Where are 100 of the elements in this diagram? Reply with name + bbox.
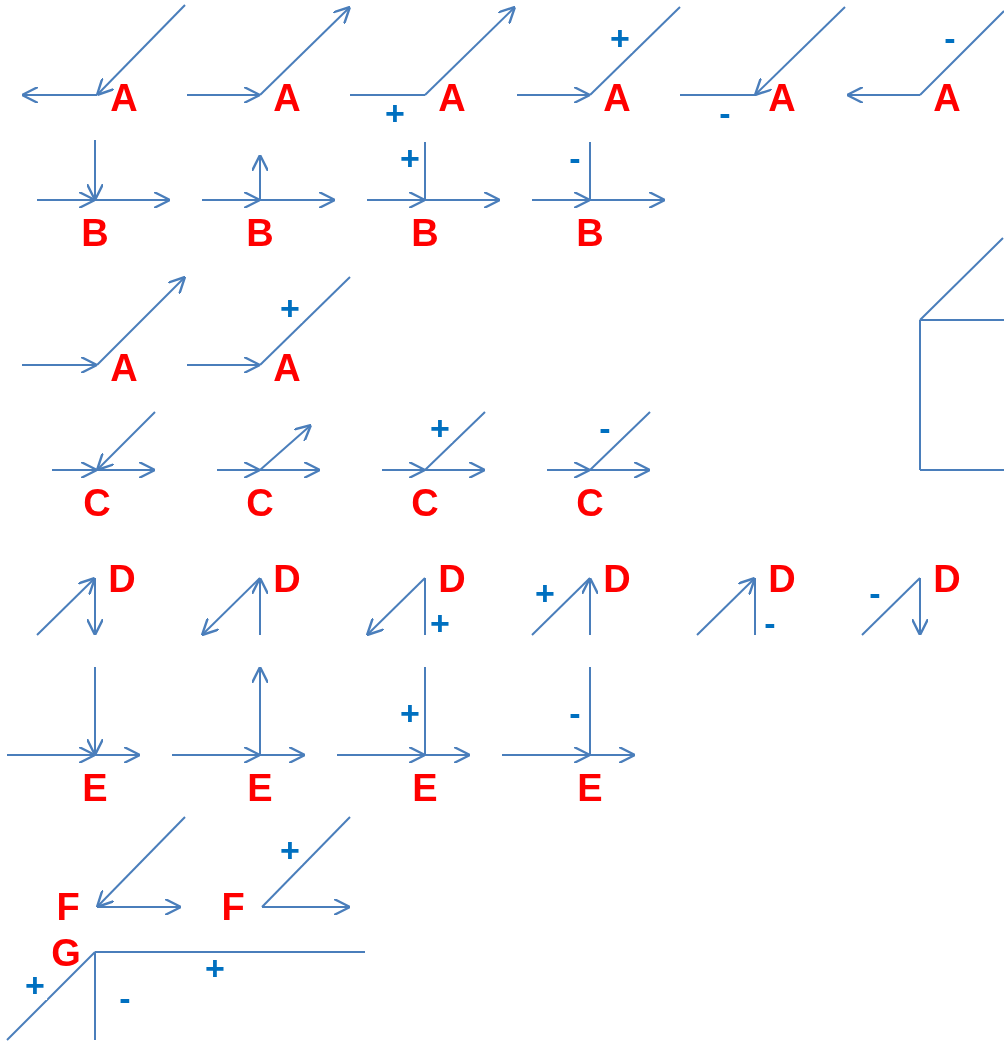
junction-label: D xyxy=(590,565,638,593)
arrow xyxy=(250,665,270,756)
line-segment xyxy=(424,141,426,201)
junction-label: C xyxy=(79,470,115,524)
arrow xyxy=(94,745,142,765)
arrow xyxy=(366,190,427,210)
junction-label: D xyxy=(755,565,803,593)
arrow xyxy=(424,745,472,765)
arrow xyxy=(424,460,487,480)
junction-label: C xyxy=(242,470,278,524)
arrow xyxy=(365,577,426,637)
junction-label: D xyxy=(920,565,968,593)
arrow xyxy=(381,460,427,480)
junction-label: C xyxy=(407,470,443,524)
line-segment xyxy=(424,577,426,636)
arrow xyxy=(424,5,517,96)
line-segment xyxy=(861,577,921,636)
arrow xyxy=(845,85,921,105)
junction-label: E xyxy=(407,755,443,809)
line-segment xyxy=(261,816,351,908)
arrow xyxy=(171,745,262,765)
line-segment xyxy=(94,951,366,953)
junction-label: E xyxy=(242,755,278,809)
arrow xyxy=(516,85,592,105)
junction-label: A xyxy=(755,84,803,112)
arrow xyxy=(51,460,99,480)
arrow xyxy=(259,5,352,96)
arrow xyxy=(589,190,667,210)
arrow xyxy=(910,577,930,637)
junction-label: F xyxy=(218,892,262,922)
arrow xyxy=(36,576,97,636)
arrow xyxy=(36,190,97,210)
line-segment xyxy=(589,411,651,471)
arrow xyxy=(186,355,262,375)
arrow xyxy=(259,190,337,210)
junction-label: B xyxy=(242,200,278,254)
arrow xyxy=(589,745,637,765)
arrow xyxy=(261,897,352,917)
arrow xyxy=(546,460,592,480)
arrow xyxy=(580,576,600,636)
arrow xyxy=(336,745,427,765)
arrow xyxy=(85,666,105,757)
junction-label: A xyxy=(590,84,638,112)
arrow xyxy=(94,190,172,210)
junction-label: A xyxy=(260,84,308,112)
junction-label: A xyxy=(425,84,473,112)
arrow xyxy=(216,460,262,480)
junction-label: F xyxy=(53,892,97,922)
arrow xyxy=(21,355,99,375)
junction-label: A xyxy=(97,84,145,112)
line-segment xyxy=(679,94,756,96)
arrow xyxy=(696,576,757,636)
arrow xyxy=(96,275,187,366)
arrow xyxy=(85,139,105,202)
arrow xyxy=(95,411,156,472)
arrow xyxy=(6,745,97,765)
arrow xyxy=(20,85,98,105)
junction-label: D xyxy=(260,565,308,593)
arrow xyxy=(250,153,270,201)
arrow xyxy=(424,190,502,210)
junction-label: E xyxy=(572,755,608,809)
arrow xyxy=(95,4,186,97)
junction-label: D xyxy=(95,565,143,593)
arrow xyxy=(589,460,652,480)
arrow xyxy=(259,423,313,471)
arrow xyxy=(531,190,592,210)
arrow xyxy=(96,460,157,480)
arrow xyxy=(85,577,105,637)
line-segment xyxy=(424,411,486,471)
junction-label: A xyxy=(920,84,968,112)
line-segment xyxy=(424,666,426,756)
junction-label: A xyxy=(97,354,145,382)
arrow xyxy=(96,897,183,917)
junction-label: A xyxy=(260,354,308,382)
arrow xyxy=(250,576,270,636)
line-segment xyxy=(349,94,426,96)
line-segment xyxy=(589,141,591,201)
junction-label: B xyxy=(572,200,608,254)
line-segment xyxy=(259,276,351,366)
junction-label: D xyxy=(425,565,473,593)
line-segment xyxy=(531,577,591,636)
arrow xyxy=(186,85,262,105)
junction-label: G xyxy=(51,938,95,968)
line-segment xyxy=(6,951,96,1041)
line-segment xyxy=(589,666,591,756)
line-segment xyxy=(919,10,1004,96)
arrow xyxy=(200,577,261,637)
junction-label: E xyxy=(77,755,113,809)
junction-label: B xyxy=(77,200,113,254)
line-segment xyxy=(589,6,681,96)
line-segment xyxy=(94,951,96,1041)
arrow xyxy=(95,816,186,909)
arrow xyxy=(753,6,846,97)
junction-label: B xyxy=(407,200,443,254)
arrow xyxy=(259,745,307,765)
arrow xyxy=(259,460,322,480)
arrow xyxy=(501,745,592,765)
arrow xyxy=(201,190,262,210)
line-segment xyxy=(754,577,756,636)
junction-label: C xyxy=(572,470,608,524)
